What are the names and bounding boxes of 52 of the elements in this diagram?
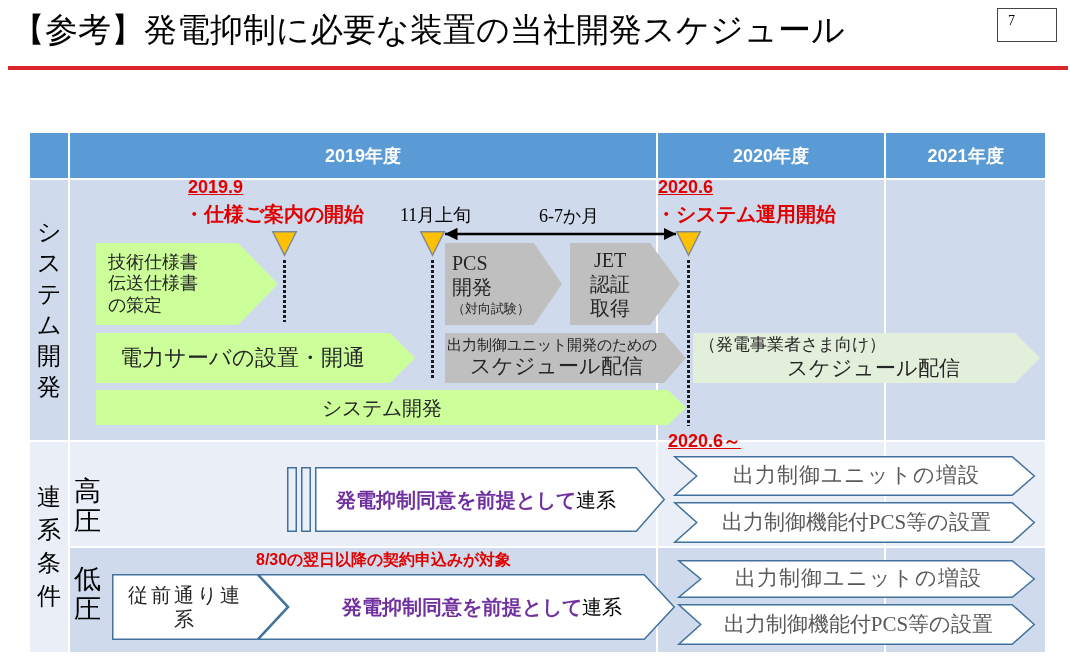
chevron-label: 発電抑制同意を前提として連系 bbox=[341, 595, 622, 619]
year-header: 2021年度 bbox=[886, 133, 1045, 178]
pentagon-step bbox=[445, 243, 562, 325]
milestone-date: 2019.9 bbox=[188, 177, 244, 198]
milestone-triangle-icon bbox=[420, 231, 445, 256]
narrow-bar bbox=[301, 467, 311, 532]
row-header: システム開発 bbox=[30, 180, 68, 440]
step-label: 技術仕様書伝送仕様書の策定 bbox=[108, 251, 199, 317]
step-label: 発電抑制同意を前提として連系 bbox=[336, 487, 616, 512]
pentagon-step bbox=[570, 243, 680, 325]
chevron-label: 出力制御機能付PCS等の設置 bbox=[723, 611, 994, 638]
step-note: （対向試験） bbox=[452, 301, 530, 317]
pentagon-step bbox=[96, 333, 415, 383]
step-label: システム開発 bbox=[322, 395, 442, 420]
pentagon-step bbox=[445, 333, 686, 383]
pentagon-step bbox=[96, 390, 686, 425]
chevron-label: 出力制御ユニットの増設 bbox=[735, 566, 982, 592]
milestone-triangle-icon bbox=[676, 231, 701, 256]
step-label: （発電事業者さま向け） bbox=[699, 335, 886, 356]
voltage-label: 高圧 bbox=[73, 476, 101, 536]
milestone-date: 2020.6 bbox=[658, 177, 714, 198]
chevron-step bbox=[674, 456, 1035, 496]
page-number: 7 bbox=[997, 8, 1057, 42]
step-label: JET認証取得 bbox=[589, 248, 631, 320]
milestone-triangle-icon bbox=[272, 231, 297, 256]
step-label: スケジュール配信 bbox=[470, 354, 644, 380]
voltage-label: 低圧 bbox=[73, 564, 101, 624]
pentagon-step bbox=[112, 574, 288, 640]
chevron-step bbox=[678, 604, 1035, 645]
duration-arrow bbox=[445, 227, 676, 241]
chevron-label: 出力制御機能付PCS等の設置 bbox=[721, 509, 992, 536]
step-label: スケジュール配信 bbox=[787, 355, 960, 381]
step-label: 出力制御ユニット開発のための bbox=[447, 336, 657, 355]
step-label: PCS開発 bbox=[452, 251, 493, 300]
row-header: 連系条件 bbox=[30, 442, 68, 652]
note-text: 8/30の翌日以降の契約申込みが対象 bbox=[256, 550, 512, 570]
slide-title: 【参考】発電抑制に必要な装置の当社開発スケジュール bbox=[12, 11, 845, 50]
year-header: 2019年度 bbox=[70, 133, 656, 178]
chevron-step bbox=[678, 560, 1035, 598]
step-label: 電力サーバの設置・開通 bbox=[120, 344, 365, 372]
milestone-date: 11月上旬 bbox=[400, 204, 472, 227]
narrow-bar bbox=[287, 467, 297, 532]
pentagon-step bbox=[96, 243, 278, 325]
year-header: 2020年度 bbox=[658, 133, 884, 178]
pentagon-step bbox=[693, 333, 1040, 383]
start-date-label: 2020.6～ bbox=[668, 430, 742, 453]
milestone-label: ・システム運用開始 bbox=[656, 202, 836, 227]
milestone-label: ・仕様ご案内の開始 bbox=[184, 202, 364, 227]
pentagon-step bbox=[315, 467, 665, 532]
step-label: 従前通り連系 bbox=[126, 583, 244, 631]
chevron-step bbox=[674, 502, 1035, 543]
chevron-label: 出力制御ユニットの増設 bbox=[733, 463, 980, 489]
